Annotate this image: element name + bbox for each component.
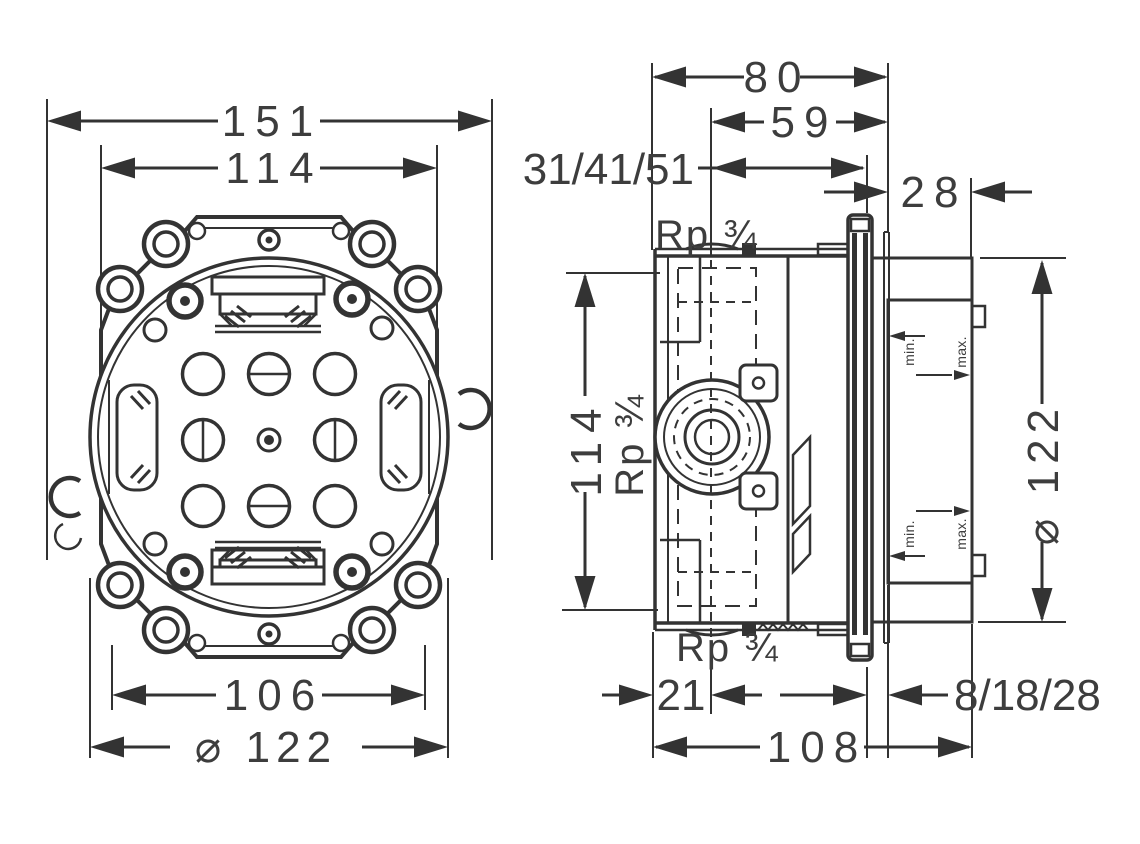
body-rim-inner bbox=[97, 265, 441, 609]
dim-front-diameter: ⌀ 122 bbox=[90, 723, 448, 772]
dim-depth-overall: 80 bbox=[652, 53, 888, 102]
dim-finish-wall-range-value: 8/18/28 bbox=[954, 671, 1101, 720]
dim-width-flats-value: 114 bbox=[225, 144, 322, 193]
side-hook-clips bbox=[48, 387, 492, 551]
dim-axis-offset-value: 21 bbox=[657, 671, 706, 720]
dim-cover-depth-value: 28 bbox=[901, 168, 968, 217]
front-body bbox=[48, 215, 492, 659]
dim-axis-offset: 21 bbox=[602, 671, 762, 720]
side-dimensions: 80 59 31/41/51 28 114 R bbox=[523, 53, 1101, 772]
dim-depth-total-value: 108 bbox=[767, 723, 867, 772]
marker-max-top: max. bbox=[953, 336, 969, 368]
dim-width-bottom-value: 106 bbox=[224, 671, 324, 720]
dim-depth-front: 59 bbox=[711, 98, 888, 147]
port-side-label: Rp ¾ bbox=[608, 393, 652, 497]
dim-depth-overall-value: 80 bbox=[744, 53, 811, 102]
gusset-hatching bbox=[129, 304, 409, 570]
top-port-arc bbox=[685, 242, 739, 251]
dim-width-bottom: 106 bbox=[112, 671, 425, 720]
side-body: min. max. min. max. bbox=[653, 213, 987, 662]
knockout-hole-grid bbox=[180, 351, 358, 529]
dim-cover-depth: 28 bbox=[824, 168, 1032, 217]
dim-width-flats: 114 bbox=[101, 144, 437, 193]
port-bottom-label: Rp ¾ bbox=[676, 626, 780, 670]
dim-width-overall-value: 151 bbox=[222, 97, 322, 146]
port-top-label: Rp ¾ bbox=[655, 213, 759, 257]
dim-height: 114 Rp ¾ bbox=[562, 273, 652, 610]
marker-min-top: min. bbox=[901, 338, 917, 366]
plaster-depth-markers: min. max. min. max. bbox=[889, 331, 970, 561]
dim-height-value: 114 bbox=[562, 399, 611, 496]
front-dimensions: 151 114 106 ⌀ 122 bbox=[47, 97, 492, 772]
dim-depth-total: 108 bbox=[653, 723, 972, 772]
dim-side-diameter-value: ⌀ 122 bbox=[1019, 403, 1068, 545]
dim-side-diameter: ⌀ 122 bbox=[1019, 260, 1068, 622]
serrated-edge bbox=[757, 622, 809, 632]
corner-ear-rings bbox=[95, 219, 443, 655]
marker-min-bottom: min. bbox=[901, 520, 917, 548]
side-view: min. max. min. max. 80 59 bbox=[523, 53, 1101, 772]
dim-finish-wall-range: 8/18/28 bbox=[780, 671, 1101, 720]
bolt-bosses bbox=[142, 221, 395, 653]
dim-rough-in-range: 31/41/51 bbox=[523, 145, 865, 194]
front-extension-lines bbox=[46, 99, 493, 758]
marker-max-bottom: max. bbox=[953, 518, 969, 550]
protective-sleeve: min. max. min. max. bbox=[870, 256, 987, 624]
dim-width-overall: 151 bbox=[47, 97, 492, 146]
front-view: 151 114 106 ⌀ 122 bbox=[46, 97, 493, 772]
center-hole bbox=[256, 427, 282, 453]
dim-rough-in-range-value: 31/41/51 bbox=[523, 145, 694, 194]
flange-plate bbox=[846, 213, 890, 662]
dim-depth-front-value: 59 bbox=[771, 98, 838, 147]
dim-front-diameter-value: ⌀ 122 bbox=[195, 723, 337, 772]
